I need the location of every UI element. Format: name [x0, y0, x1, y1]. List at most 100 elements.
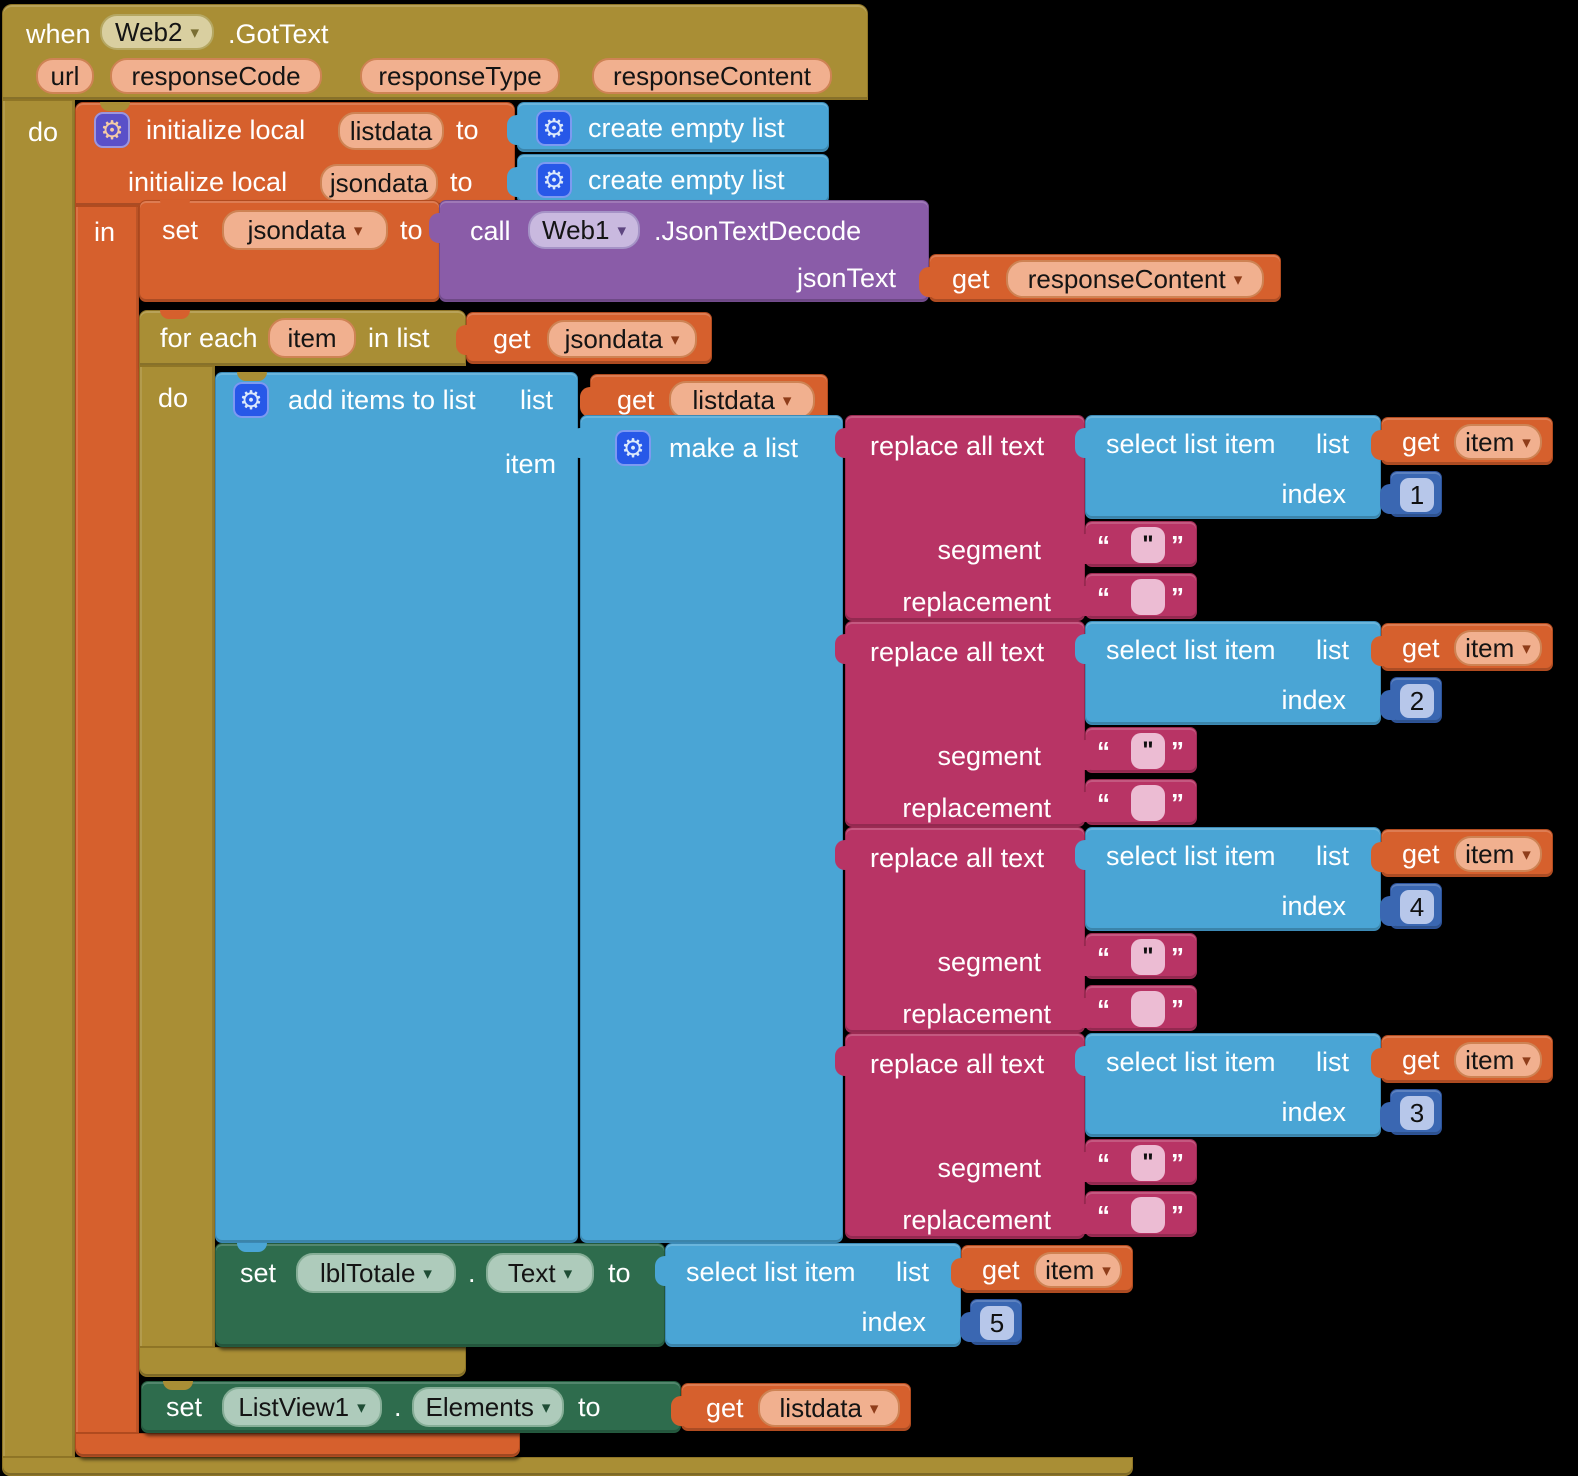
get-responsecontent-block[interactable]: get responseContent ▾ [919, 254, 1281, 302]
get-item-block[interactable]: get item ▾ [1371, 417, 1553, 465]
open-quote-icon: “ [1097, 530, 1110, 560]
mutator-gear-icon[interactable]: ⚙ [536, 162, 572, 198]
string-field[interactable] [1131, 785, 1165, 821]
get-keyword: get [706, 1393, 744, 1423]
replace-all-text-block-1[interactable]: replace all text segment replacement [835, 415, 1085, 621]
get-item-dropdown[interactable]: item ▾ [1454, 630, 1542, 666]
string-field[interactable]: " [1131, 527, 1165, 563]
text-string-block-segment[interactable]: “ " ” [1075, 521, 1197, 567]
get-item-dropdown[interactable]: item ▾ [1454, 424, 1542, 460]
mutator-gear-icon[interactable]: ⚙ [536, 110, 572, 146]
number-field[interactable]: 2 [1400, 684, 1434, 718]
when-component-dropdown[interactable]: Web2 ▾ [100, 14, 214, 50]
text-string-block-replacement[interactable]: “ ” [1075, 985, 1197, 1031]
var-name: listdata [692, 384, 775, 415]
close-quote-icon: ” [1171, 736, 1184, 766]
set-jsondata-var-dropdown[interactable]: jsondata ▾ [222, 210, 388, 250]
mutator-gear-icon[interactable]: ⚙ [94, 112, 130, 148]
string-field[interactable] [1131, 579, 1165, 615]
number-block[interactable]: 4 [1380, 883, 1442, 929]
string-field[interactable] [1131, 1197, 1165, 1233]
for-each-do-label: do [158, 383, 189, 413]
select-list-item-block-1[interactable]: select list item list index [1075, 415, 1381, 519]
statement-notch [163, 1381, 193, 1390]
text-string-block-segment[interactable]: “ " ” [1075, 727, 1197, 773]
get-item-block[interactable]: get item ▾ [951, 1245, 1133, 1293]
get-responsecontent-dropdown[interactable]: responseContent ▾ [1006, 260, 1264, 298]
text-string-block-segment[interactable]: “ " ” [1075, 1139, 1197, 1185]
dropdown-arrow-icon: ▾ [1233, 269, 1243, 289]
string-field[interactable]: " [1131, 733, 1165, 769]
number-field[interactable]: 5 [980, 1306, 1014, 1340]
make-a-list-block[interactable]: ⚙ make a list [570, 415, 843, 1243]
text-string-block-segment[interactable]: “ " ” [1075, 933, 1197, 979]
get-item-dropdown[interactable]: item ▾ [1034, 1252, 1122, 1288]
number-block[interactable]: 5 [960, 1299, 1022, 1345]
number-block[interactable]: 3 [1380, 1089, 1442, 1135]
param-url-pill[interactable]: url [36, 58, 94, 94]
create-empty-list-block-2[interactable]: ⚙ create empty list [507, 154, 829, 204]
text-string-block-replacement[interactable]: “ ” [1075, 779, 1197, 825]
get-item-dropdown[interactable]: item ▾ [1454, 836, 1542, 872]
number-block[interactable]: 2 [1380, 677, 1442, 723]
set-lbltotale-property-dropdown[interactable]: Text ▾ [486, 1253, 594, 1293]
select-list-item-block-3[interactable]: select list item list index [1075, 827, 1381, 931]
number-field[interactable]: 1 [1400, 478, 1434, 512]
create-empty-list-block-1[interactable]: ⚙ create empty list [507, 102, 829, 152]
call-keyword: call [470, 216, 511, 246]
mutator-gear-icon[interactable]: ⚙ [233, 382, 269, 418]
list-socket-label: list [896, 1257, 929, 1287]
number-block[interactable]: 1 [1380, 471, 1442, 517]
call-web1-jsontextdecode-block[interactable]: call Web1 ▾ .JsonTextDecode jsonText [429, 200, 929, 302]
for-each-var-item[interactable]: item [268, 318, 356, 358]
gear-glyph: ⚙ [542, 164, 566, 195]
replace-all-text-block-3[interactable]: replace all text segment replacement [835, 827, 1085, 1033]
text-string-block-replacement[interactable]: “ ” [1075, 573, 1197, 619]
add-items-to-list-block[interactable] [215, 372, 578, 1243]
var-name: item [1465, 632, 1515, 663]
dropdown-arrow-icon: ▾ [190, 22, 199, 42]
property-name: Elements [425, 1391, 534, 1422]
set-listview-component-dropdown[interactable]: ListView1 ▾ [222, 1387, 382, 1427]
set-listview-property-dropdown[interactable]: Elements ▾ [412, 1387, 564, 1427]
get-listdata-dropdown[interactable]: listdata ▾ [758, 1389, 900, 1427]
select-list-item-block-5[interactable]: select list item list index [655, 1243, 961, 1347]
init-local-name-jsondata[interactable]: jsondata [320, 164, 438, 202]
param-responsecode-pill[interactable]: responseCode [110, 58, 322, 94]
replace-all-text-block-4[interactable]: replace all text segment replacement [835, 1033, 1085, 1239]
select-list-item-block-2[interactable]: select list item list index [1075, 621, 1381, 725]
get-item-dropdown[interactable]: item ▾ [1454, 1042, 1542, 1078]
mutator-gear-icon[interactable]: ⚙ [615, 430, 651, 466]
number-field[interactable]: 4 [1400, 890, 1434, 924]
param-responsetype-pill[interactable]: responseType [360, 58, 560, 94]
dropdown-arrow-icon: ▾ [563, 1263, 573, 1283]
initialize-local-left-arm [75, 206, 139, 1433]
init-local-name-listdata[interactable]: listdata [338, 112, 444, 150]
get-jsondata-dropdown[interactable]: jsondata ▾ [547, 320, 697, 358]
statement-notch [100, 102, 130, 111]
string-field[interactable] [1131, 991, 1165, 1027]
index-label: index [1281, 891, 1346, 921]
get-item-block[interactable]: get item ▾ [1371, 623, 1553, 671]
set-lbltotale-component-dropdown[interactable]: lblTotale ▾ [296, 1253, 456, 1293]
get-keyword: get [952, 264, 990, 294]
create-empty-list-label: create empty list [588, 113, 785, 143]
dropdown-arrow-icon: ▾ [782, 390, 792, 410]
get-listdata-dropdown[interactable]: listdata ▾ [669, 381, 815, 419]
get-item-block[interactable]: get item ▾ [1371, 1035, 1553, 1083]
number-field[interactable]: 3 [1400, 1096, 1434, 1130]
select-list-item-label: select list item [686, 1257, 856, 1287]
dropdown-arrow-icon: ▾ [353, 220, 363, 240]
select-list-item-block-4[interactable]: select list item list index [1075, 1033, 1381, 1137]
string-field[interactable]: " [1131, 1145, 1165, 1181]
get-item-block[interactable]: get item ▾ [1371, 829, 1553, 877]
get-listdata-block-2[interactable]: get listdata ▾ [671, 1383, 911, 1431]
get-jsondata-block[interactable]: get jsondata ▾ [456, 312, 712, 364]
param-responsecontent-pill[interactable]: responseContent [592, 58, 832, 94]
string-field[interactable]: " [1131, 939, 1165, 975]
param-url-label: url [50, 60, 80, 91]
call-component-dropdown[interactable]: Web1 ▾ [528, 211, 640, 249]
replace-all-text-block-2[interactable]: replace all text segment replacement [835, 621, 1085, 827]
initialize-local-block[interactable] [75, 102, 515, 206]
text-string-block-replacement[interactable]: “ ” [1075, 1191, 1197, 1237]
